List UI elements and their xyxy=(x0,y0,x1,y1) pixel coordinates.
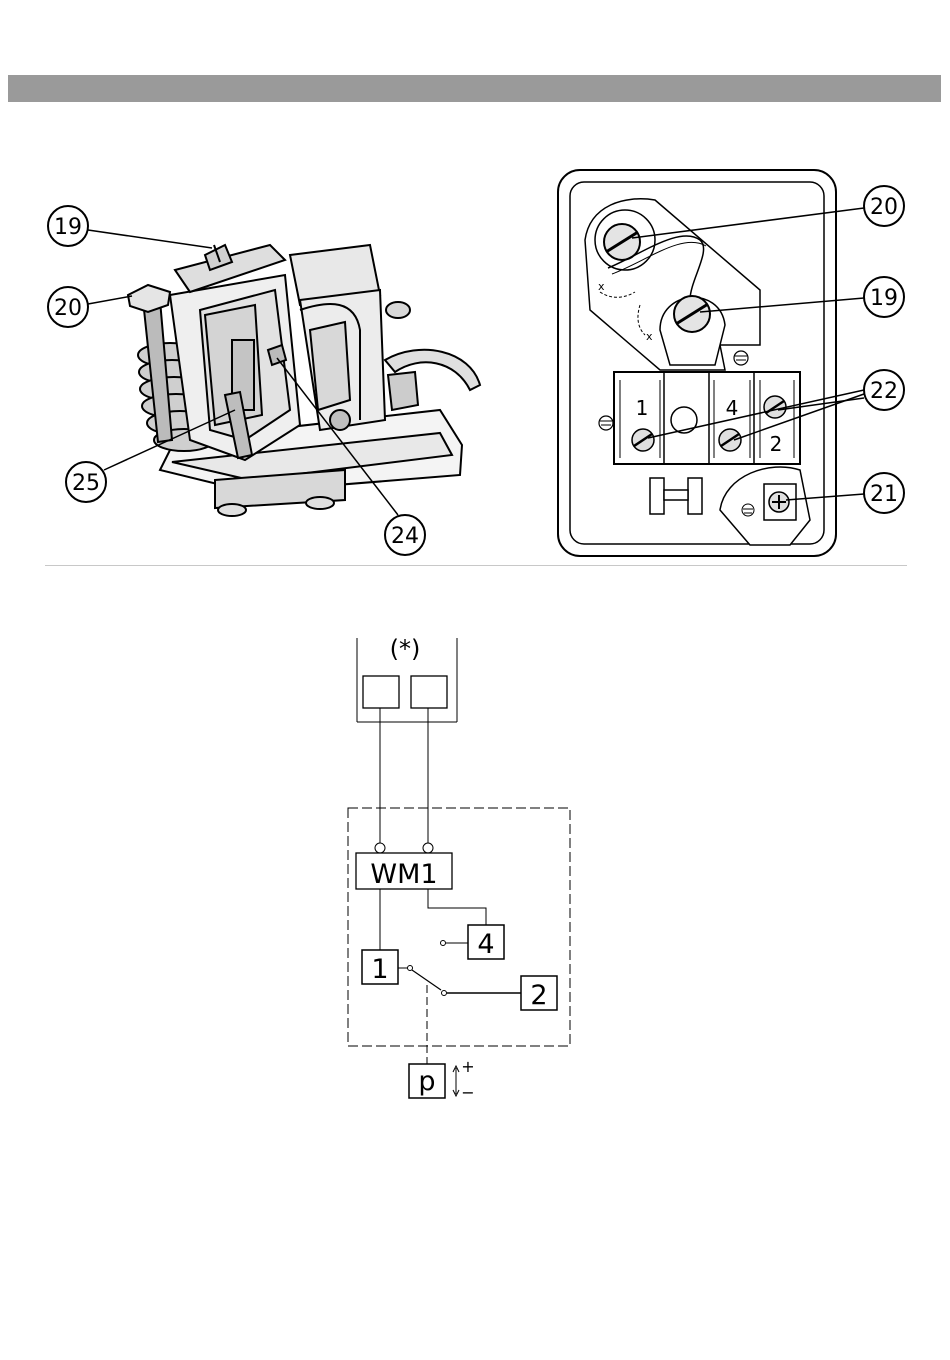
terminal-screw-1 xyxy=(632,429,654,451)
terminal-2-label: 2 xyxy=(770,432,783,456)
callout-24-label: 24 xyxy=(391,524,419,549)
callout-22-label: 22 xyxy=(870,379,898,404)
terminal-4-schematic: 4 xyxy=(441,925,505,960)
callout-19-left: 19 xyxy=(48,206,212,248)
terminal-strip: 1 4 2 xyxy=(614,372,800,464)
term2-label: 2 xyxy=(530,980,547,1011)
terminal-1-schematic: 1 xyxy=(362,950,413,985)
terminal-2-schematic: 2 xyxy=(442,976,558,1011)
terminal-box: x x 1 4 2 xyxy=(558,170,836,556)
pressure-switch-illustration xyxy=(128,245,480,516)
callout-21-label: 21 xyxy=(870,482,898,507)
supply-box: (*) xyxy=(357,635,457,722)
earth-symbol-small-1 xyxy=(734,351,748,365)
terminal-screw-2 xyxy=(764,396,786,418)
callout-19-left-label: 19 xyxy=(54,215,82,240)
pressure-plus-label: + xyxy=(461,1057,474,1076)
term4-label: 4 xyxy=(477,929,494,960)
supply-note-label: (*) xyxy=(390,635,421,663)
wm1-block: WM1 xyxy=(356,843,452,890)
terminal-1-label: 1 xyxy=(636,396,649,420)
earth-symbol-small-2 xyxy=(599,416,613,430)
pressure-minus-label: − xyxy=(461,1083,474,1102)
screw-19 xyxy=(674,296,710,332)
callout-25-label: 25 xyxy=(72,471,100,496)
terminal-4-label: 4 xyxy=(726,396,739,420)
adjust-x-label-2: x xyxy=(646,330,653,343)
callout-19-right-label: 19 xyxy=(870,286,898,311)
callout-20-left-label: 20 xyxy=(54,296,82,321)
terminal-screw-4 xyxy=(719,429,741,451)
callout-20-right-label: 20 xyxy=(870,195,898,220)
wm1-label: WM1 xyxy=(370,859,437,890)
callout-20-left: 20 xyxy=(48,287,132,327)
term1-label: 1 xyxy=(371,954,388,985)
pressure-element: p + − xyxy=(409,1057,475,1102)
pressure-label: p xyxy=(418,1066,435,1097)
wiring-schematic: (*) WM1 4 1 xyxy=(348,635,570,1102)
adjust-x-label-1: x xyxy=(598,280,605,293)
